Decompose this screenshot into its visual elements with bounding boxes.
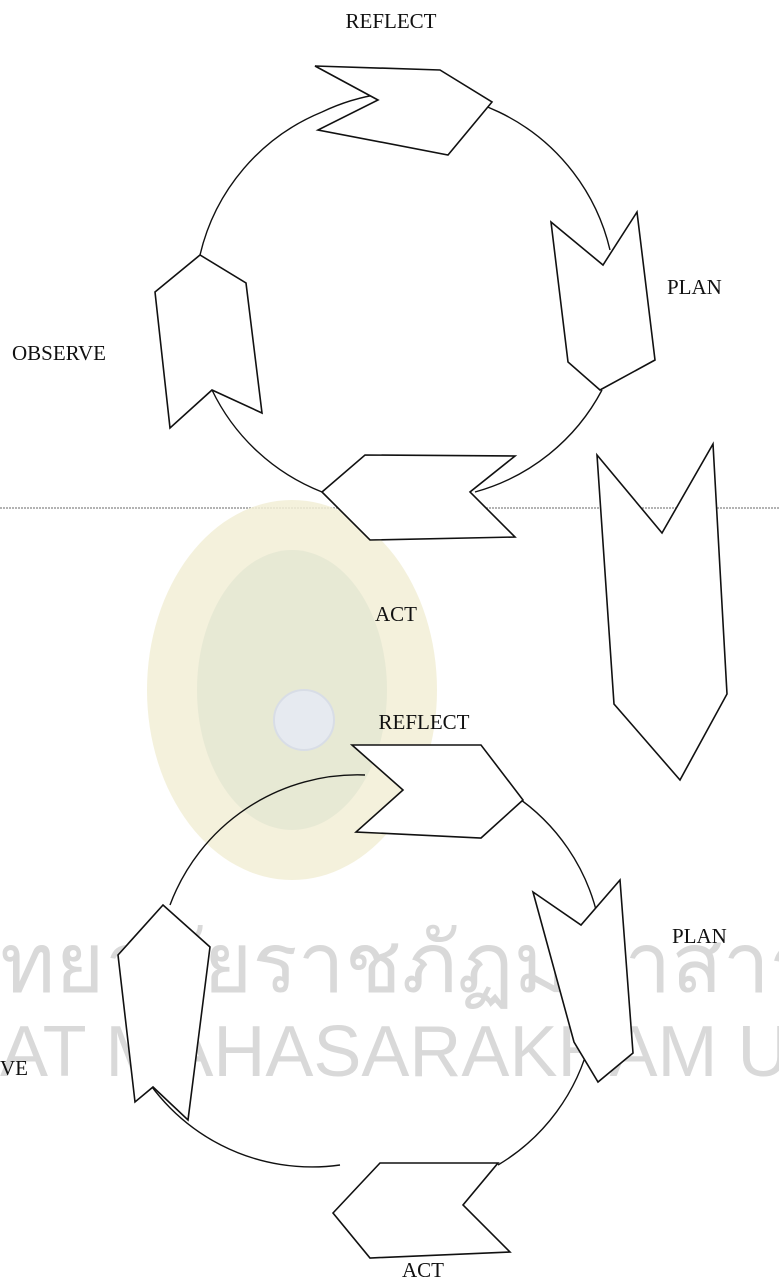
cycle-1-reflect-label: REFLECT [345, 9, 436, 33]
cycle-2-ring [134, 774, 599, 1168]
watermark-english-text: AT MAHASARAKHAM UNIVERSIT [0, 1012, 779, 1092]
transition-arrow [596, 441, 728, 782]
watermark-seal-inner [197, 550, 387, 830]
cycle-2-act-arrow [331, 1162, 512, 1259]
cycle-2: REFLECT PLAN VE ACT [0, 710, 727, 1282]
cycle-1-reflect-arrow [314, 65, 494, 156]
cycle-1-act-arrow [320, 454, 518, 541]
cycle-1-plan-label: PLAN [667, 275, 722, 299]
cycle-1-ring [199, 91, 611, 493]
cycle-2-plan-label: PLAN [672, 924, 727, 948]
watermark-emblem [273, 689, 335, 751]
cycle-2-reflect-label: REFLECT [378, 710, 469, 734]
cycle-2-act-label: ACT [402, 1258, 444, 1282]
watermark-thai-text: ทยาลัยราชภัฏมหาสารคา [0, 916, 779, 1010]
cycle-2-observe-label: VE [0, 1056, 28, 1080]
cycle-2-reflect-arrow [349, 744, 525, 839]
cycle-1-plan-arrow [549, 209, 656, 391]
cycle-2-plan-arrow [531, 878, 634, 1084]
cycle-2-observe-arrow [117, 903, 211, 1122]
cycle-1-act-label: ACT [375, 602, 417, 626]
cycle-1-observe-arrow [154, 254, 263, 430]
cycle-1-observe-label: OBSERVE [12, 341, 106, 365]
cycle-1: REFLECT PLAN OBSERVE ACT [12, 9, 722, 626]
